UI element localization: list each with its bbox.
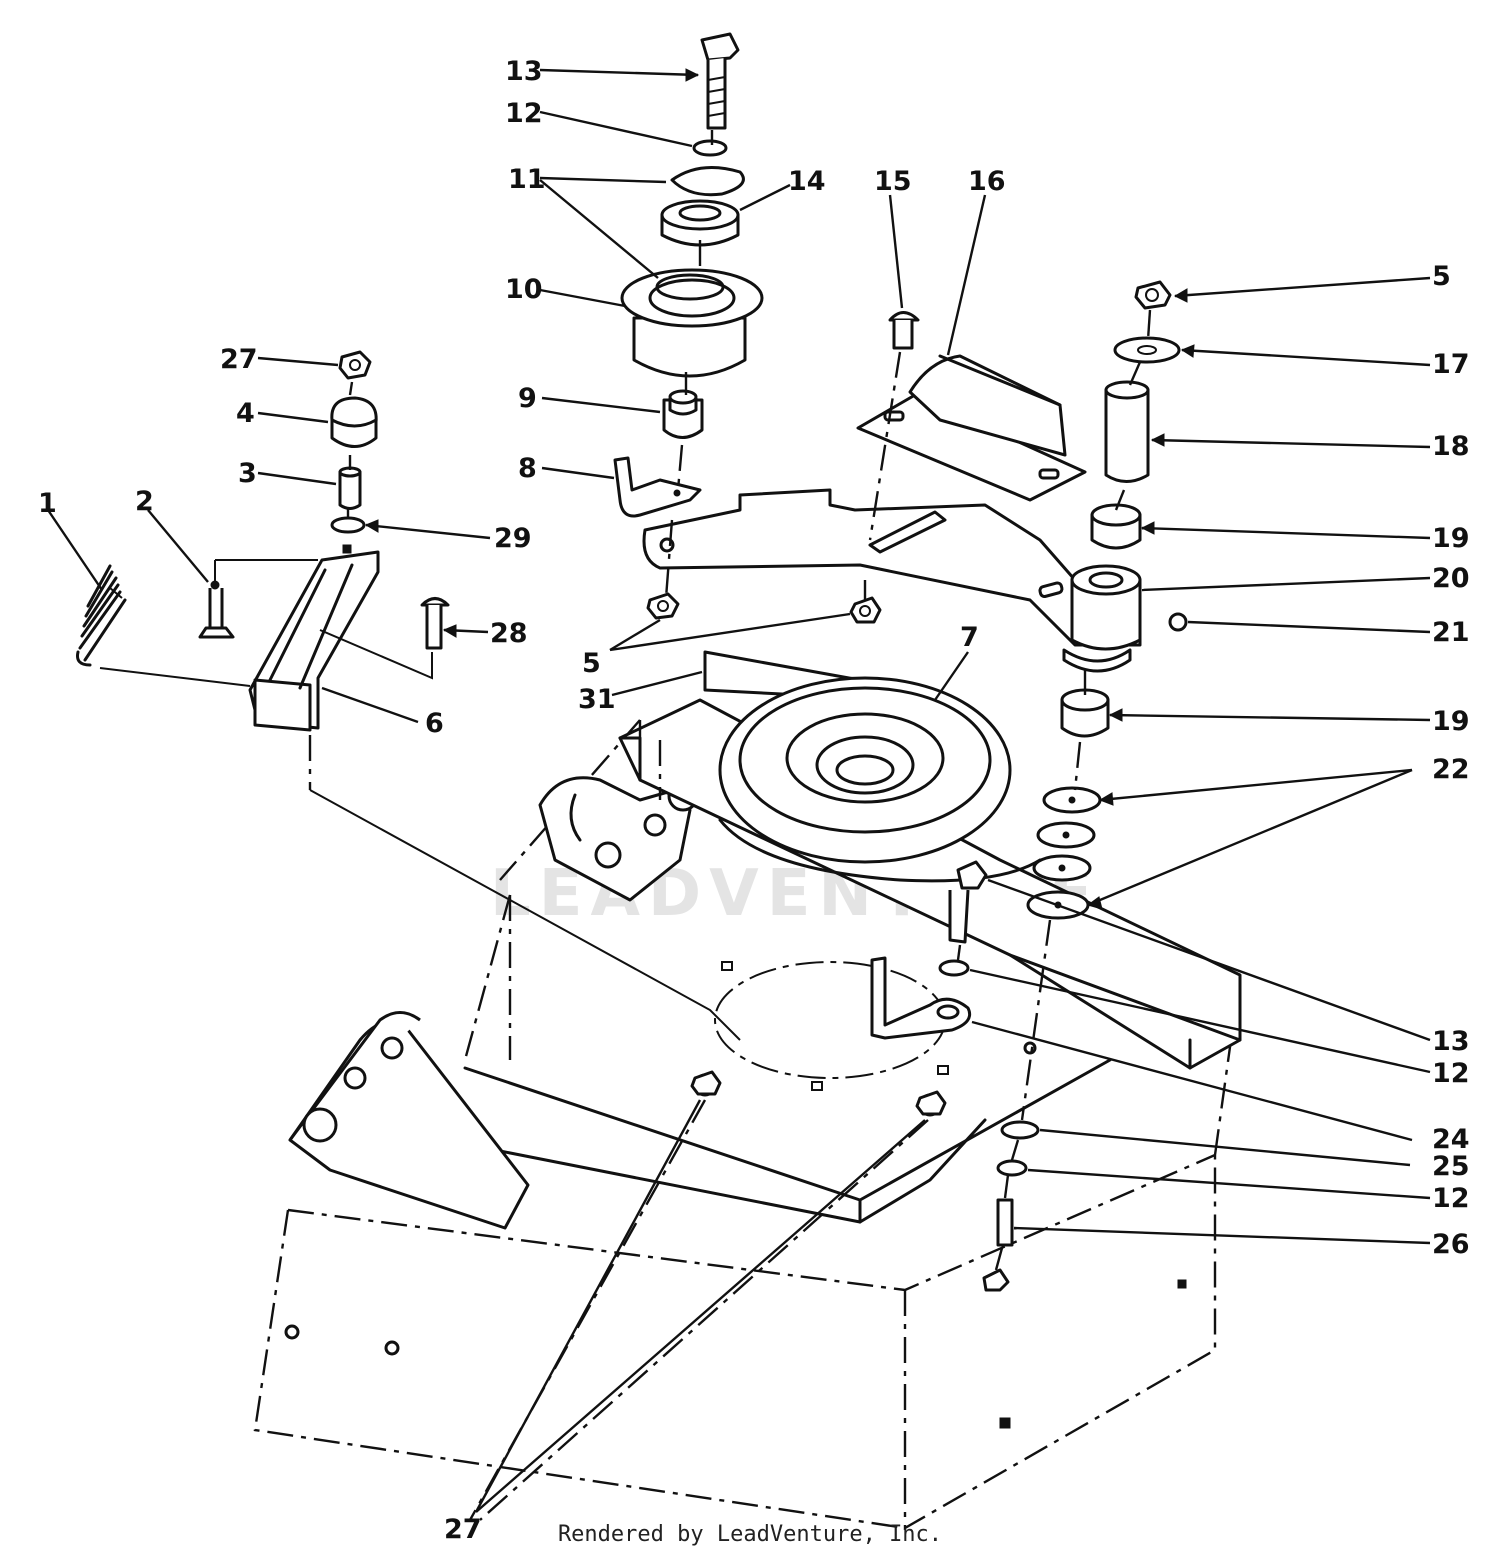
callout-label: 19 [1432, 706, 1470, 737]
idler-arm [642, 488, 1142, 647]
leader-lines [47, 68, 1431, 1513]
callout-label: 22 [1432, 754, 1470, 785]
callout-label: 31 [578, 684, 616, 715]
bracket-8 [613, 456, 702, 518]
lockwasher-12-top [692, 139, 728, 157]
bumper-4 [330, 396, 378, 448]
idler-pulley-10 [620, 268, 764, 378]
bushing-19-lower [1060, 688, 1110, 738]
callout-label: 16 [968, 166, 1006, 197]
callout-label: 12 [505, 98, 543, 129]
callout-label: 20 [1432, 563, 1470, 594]
spring-1 [76, 564, 127, 667]
washer-17 [1113, 336, 1181, 364]
callout-label: 3 [238, 458, 257, 489]
callout-label: 10 [505, 274, 543, 305]
nut-27-top [338, 350, 372, 380]
callout-label: 5 [582, 648, 601, 679]
spacer-9 [662, 389, 704, 439]
callout-label: 2 [135, 486, 154, 517]
callout-label: 21 [1432, 617, 1470, 648]
carriage-bolt-15 [888, 311, 920, 350]
washer-17-hole [1137, 345, 1157, 355]
callout-label: 12 [1432, 1058, 1470, 1089]
callout-label: 19 [1432, 523, 1470, 554]
callout-label: 7 [960, 622, 979, 653]
centerlines [99, 130, 1152, 1521]
callout-label: 9 [518, 383, 537, 414]
callout-label: 4 [236, 398, 255, 429]
nut-27-right [915, 1090, 947, 1116]
callout-label: 26 [1432, 1229, 1470, 1260]
callout-label: 14 [788, 166, 826, 197]
callout-label: 28 [490, 618, 528, 649]
callout-label: 8 [518, 453, 537, 484]
rod-24 [870, 956, 972, 1040]
callout-label: 27 [444, 1514, 482, 1545]
callout-label: 13 [505, 56, 543, 87]
credit-line: Rendered by LeadVenture, Inc. [557, 1522, 943, 1547]
callout-label: 11 [508, 164, 546, 195]
callout-label: 18 [1432, 431, 1470, 462]
bolt-13-lower [948, 860, 988, 944]
callout-label: 6 [425, 708, 444, 739]
bushing-19-top [1090, 503, 1142, 550]
bolt-2 [198, 580, 235, 639]
deck-plate [463, 961, 1112, 1224]
nut-27-left [690, 1070, 722, 1096]
lockwasher-12-bottom [996, 1159, 1028, 1177]
callout-label: 15 [874, 166, 912, 197]
nut-21 [1168, 612, 1188, 632]
bumper-16 [856, 354, 1087, 502]
callout-labels: 13 12 11 14 10 15 16 5 17 27 4 9 18 8 3 … [38, 56, 1470, 1545]
bolt-13-top [700, 32, 740, 130]
retaining-ring-11 [670, 166, 745, 197]
washer-29 [330, 516, 366, 534]
callout-label: 27 [220, 344, 258, 375]
callout-label: 24 [1432, 1124, 1470, 1155]
callout-label: 25 [1432, 1151, 1470, 1182]
deck-housing [253, 719, 1242, 1531]
callout-label: 13 [1432, 1026, 1470, 1057]
spacer-3 [338, 466, 362, 510]
nut-5-top [1134, 280, 1172, 310]
callout-label: 29 [494, 523, 532, 554]
bearing-14 [660, 199, 740, 247]
carriage-bolt-28 [420, 597, 450, 650]
nut-5-center [849, 596, 882, 624]
hinge-bracket-front [288, 1011, 530, 1230]
callout-label: 1 [38, 488, 57, 519]
callout-label: 17 [1432, 349, 1470, 380]
washer-12-lower [938, 959, 970, 977]
sleeve-18 [1104, 380, 1150, 483]
bolt-26 [982, 1198, 1014, 1292]
slide-guide-6 [248, 544, 380, 732]
callout-label: 5 [1432, 261, 1451, 292]
pivot-spacer-20 [1062, 564, 1142, 673]
pulley-7 [718, 676, 1012, 864]
nut-5-left [646, 592, 680, 620]
washer-25 [1000, 1120, 1040, 1140]
callout-label: 12 [1432, 1183, 1470, 1214]
